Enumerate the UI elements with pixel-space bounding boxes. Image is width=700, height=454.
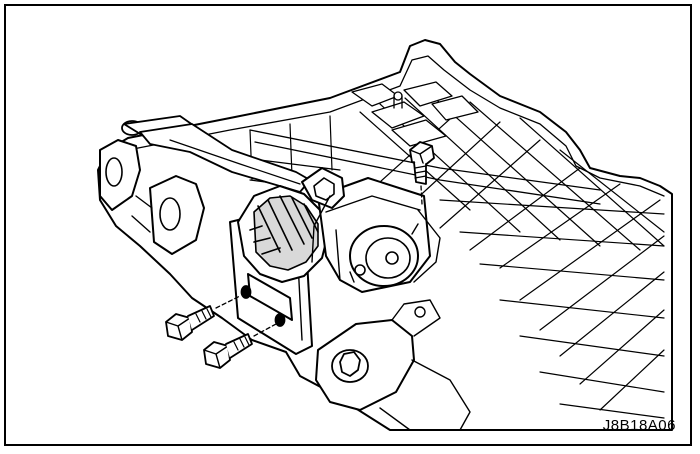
hinge-bracket <box>99 115 311 255</box>
retractor-spool <box>229 167 441 355</box>
figure-border <box>4 4 692 446</box>
lower-bolt-1 <box>165 295 241 341</box>
figure-code: J8B18A06 <box>602 417 676 434</box>
upper-bolt <box>409 141 435 205</box>
lower-bolt-2 <box>203 323 277 369</box>
mounting-boss <box>315 299 471 431</box>
